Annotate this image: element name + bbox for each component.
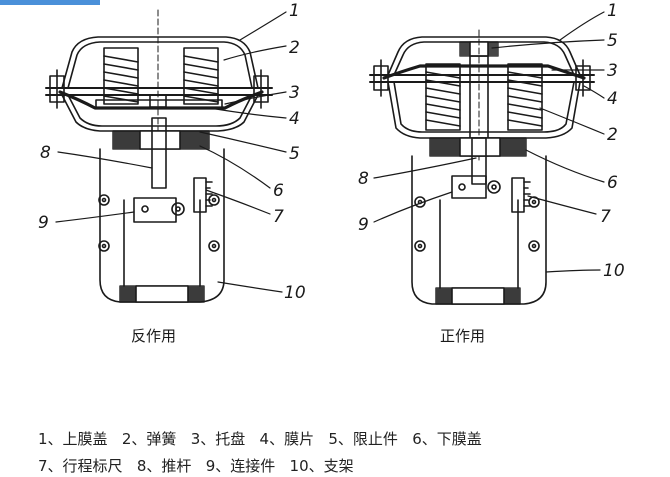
connector-r bbox=[451, 175, 487, 199]
push-rod bbox=[151, 117, 167, 189]
upper-diaphragm-cover bbox=[61, 36, 259, 89]
callout-right-2: 2 bbox=[607, 125, 618, 145]
callout-right-10: 10 bbox=[603, 261, 625, 281]
callout-right-7: 7 bbox=[600, 207, 611, 227]
tray bbox=[95, 99, 223, 109]
spring-right bbox=[183, 47, 219, 105]
callout-right-4: 4 bbox=[607, 89, 618, 109]
caption-reverse-action: 反作用 bbox=[131, 327, 177, 345]
legend-line-2: 7、行程标尺 8、推杆 9、连接件 10、支架 bbox=[38, 457, 354, 475]
lower-diaphragm-cover-r bbox=[387, 81, 581, 139]
callout-left-4: 4 bbox=[289, 109, 300, 129]
callout-right-3: 3 bbox=[607, 61, 618, 81]
connector bbox=[133, 197, 177, 223]
callout-right-6: 6 bbox=[607, 173, 618, 193]
callout-left-5: 5 bbox=[289, 144, 300, 164]
callout-right-9: 9 bbox=[358, 215, 369, 235]
stroke-scale-r bbox=[511, 177, 531, 213]
callout-left-6: 6 bbox=[273, 181, 284, 201]
callout-left-1: 1 bbox=[289, 1, 300, 21]
top-edge-bar bbox=[0, 0, 100, 5]
callout-left-7: 7 bbox=[273, 207, 284, 227]
callout-left-9: 9 bbox=[38, 213, 49, 233]
direct-action-actuator bbox=[369, 11, 605, 305]
actuator-diagrams: 1 2 3 4 5 6 7 8 9 10 1 5 3 4 2 6 7 8 9 1… bbox=[38, 1, 625, 305]
spring-right-r bbox=[507, 63, 543, 131]
callout-left-10: 10 bbox=[284, 283, 306, 303]
caption-direct-action: 正作用 bbox=[440, 327, 486, 345]
callout-right-5: 5 bbox=[607, 31, 618, 51]
bracket bbox=[99, 148, 225, 303]
callout-right-8: 8 bbox=[358, 169, 369, 189]
diaphragm-r bbox=[382, 64, 586, 80]
spring-left bbox=[103, 47, 139, 105]
legend-line-1: 1、上膜盖 2、弹簧 3、托盘 4、膜片 5、限止件 6、下膜盖 bbox=[38, 430, 482, 448]
upper-diaphragm-cover-r bbox=[387, 36, 581, 76]
callout-left-3: 3 bbox=[289, 83, 300, 103]
push-rod-r bbox=[471, 137, 487, 185]
spring-left-r bbox=[425, 63, 461, 131]
reverse-action-actuator bbox=[45, 9, 287, 303]
callout-left-2: 2 bbox=[289, 38, 300, 58]
bracket-r bbox=[411, 155, 547, 305]
callout-left-8: 8 bbox=[40, 143, 51, 163]
callout-right-1: 1 bbox=[607, 1, 618, 21]
stroke-scale bbox=[193, 177, 213, 213]
